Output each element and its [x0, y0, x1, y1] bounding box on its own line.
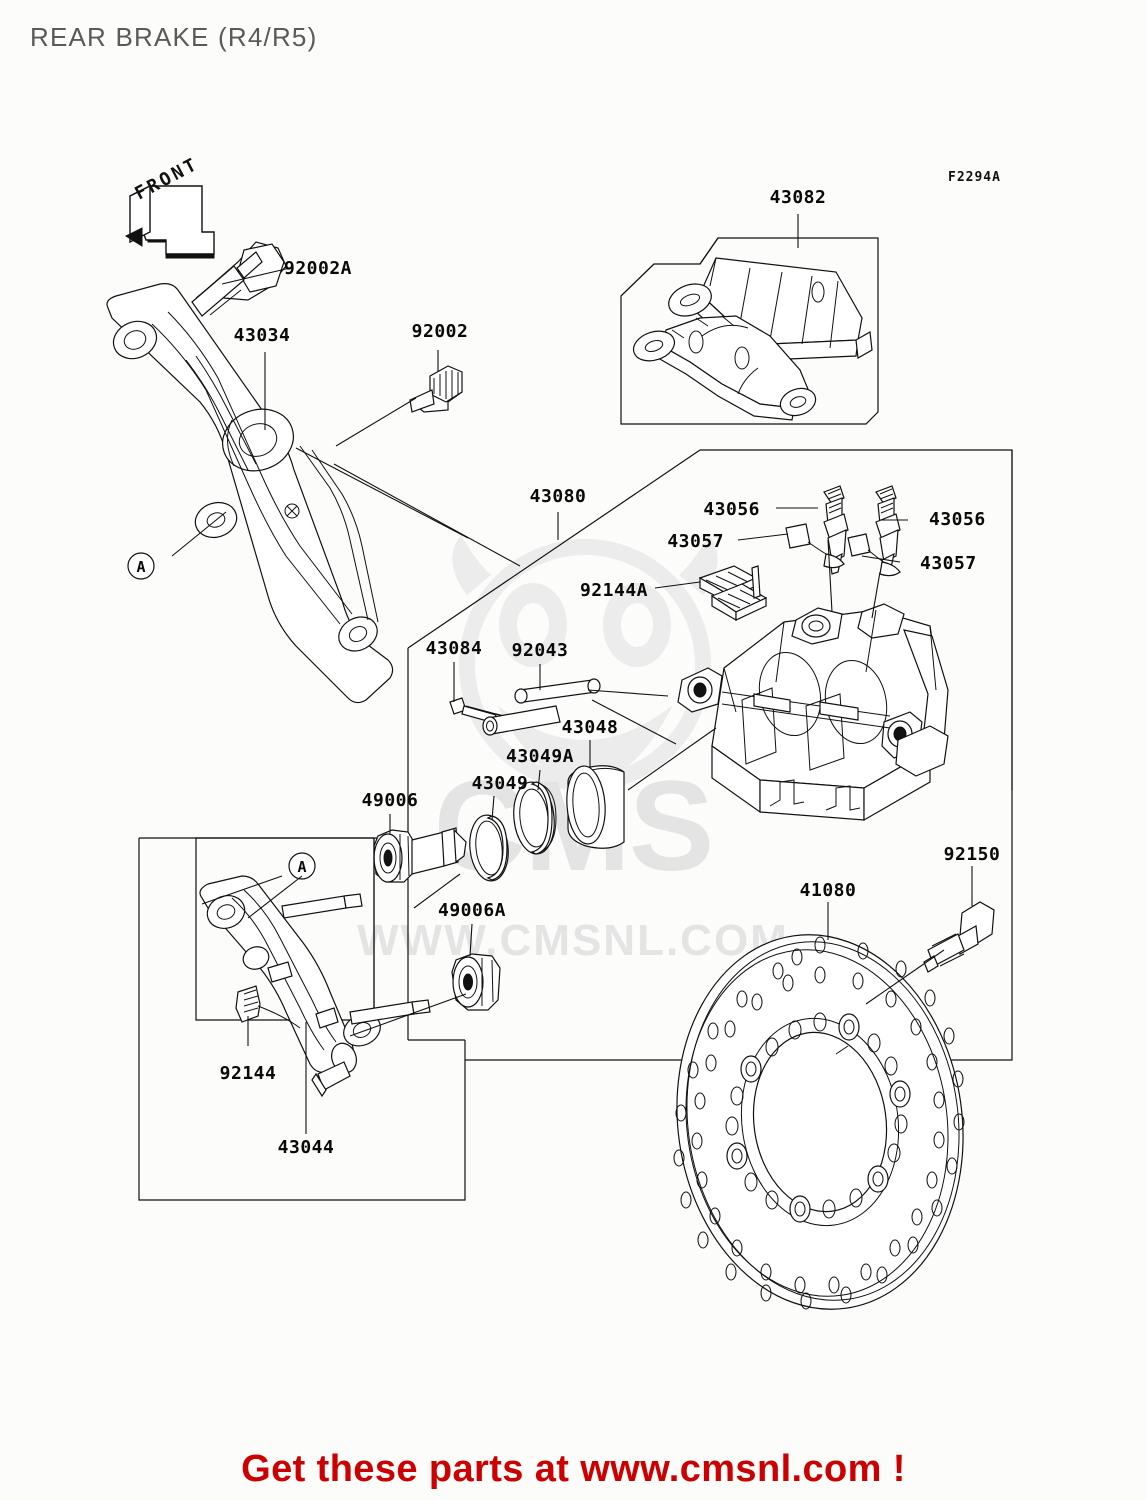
- callout-43084: 43084: [426, 638, 483, 659]
- callout-92043: 92043: [512, 640, 569, 661]
- torque-link-part: [106, 283, 394, 704]
- callout-49006: 49006: [362, 790, 419, 811]
- callout-labels: 92002A 43034 92002 43082 43080 43056 430…: [220, 187, 1001, 1158]
- ref-marker-a-upper: A: [127, 552, 155, 580]
- callout-43034: 43034: [234, 325, 291, 346]
- callout-41080: 41080: [800, 880, 857, 901]
- callout-92002A: 92002A: [284, 258, 352, 279]
- bleed-cap-right-part: [847, 533, 901, 577]
- callout-43044: 43044: [278, 1137, 335, 1158]
- brake-disc-part: [673, 934, 965, 1310]
- boot-upper-part: [373, 827, 467, 883]
- bleed-valve-left-part: [823, 485, 849, 575]
- bolt-flanged-part: [191, 241, 287, 317]
- piston-part: [566, 765, 625, 849]
- brake-pad-set-box: [620, 237, 879, 425]
- callout-43057-right: 43057: [920, 553, 977, 574]
- callout-43048: 43048: [562, 717, 619, 738]
- slide-pin-part: [514, 678, 601, 704]
- diagram-reference-code: F2294A: [948, 170, 1001, 185]
- brake-pad-parts: [632, 257, 873, 421]
- svg-text:A: A: [136, 558, 145, 576]
- bolt-part: [409, 365, 463, 413]
- piston-seal-part: [513, 781, 557, 855]
- callout-43082: 43082: [770, 187, 827, 208]
- boot-lower-part: [451, 953, 501, 1011]
- svg-text:WWW.CMSNL.COM: WWW.CMSNL.COM: [357, 916, 789, 965]
- dust-seal-part: [469, 814, 509, 882]
- callout-92002: 92002: [412, 321, 469, 342]
- caliper-body-part: [677, 603, 949, 822]
- callout-43057-left: 43057: [667, 531, 724, 552]
- slide-pin-sleeve: [482, 705, 561, 736]
- callout-43049: 43049: [472, 773, 529, 794]
- callout-43080: 43080: [530, 486, 587, 507]
- callout-92144A: 92144A: [580, 580, 648, 601]
- pad-spring-part: [698, 565, 768, 622]
- bleed-valve-right-part: [875, 485, 901, 575]
- callout-49006A: 49006A: [438, 900, 506, 921]
- caliper-holder-part: [199, 875, 431, 1098]
- svg-text:A: A: [297, 858, 306, 876]
- front-direction-marker: FRONT: [124, 153, 215, 259]
- bleed-cap-left-part: [785, 523, 845, 569]
- leader-lines: [171, 214, 973, 1134]
- callout-43056-left: 43056: [703, 499, 760, 520]
- disc-bolt-part: [923, 901, 995, 973]
- ref-marker-a-lower: A: [288, 852, 316, 880]
- callout-92150: 92150: [944, 844, 1001, 865]
- footer-promo-text: Get these parts at www.cmsnl.com !: [241, 1448, 906, 1490]
- page-title: REAR BRAKE (R4/R5): [30, 22, 318, 52]
- caliper-assembly-box: [138, 449, 1013, 1201]
- callout-43056-right: 43056: [929, 509, 986, 530]
- callout-92144: 92144: [220, 1063, 277, 1084]
- callout-43049A: 43049A: [506, 746, 574, 767]
